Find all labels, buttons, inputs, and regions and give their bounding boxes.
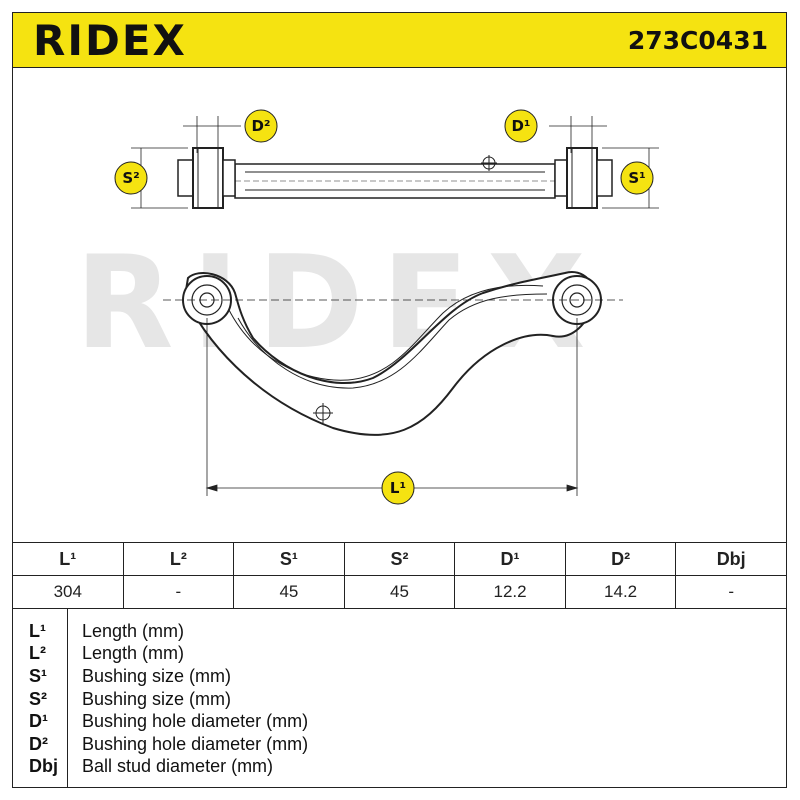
s1-label: S¹ [628,169,645,187]
d2-badge [244,109,278,143]
l1-badge [381,471,415,505]
legend-description: Length (mm) [82,621,185,641]
legend-symbol: Dbj [29,756,58,776]
specs-header-s2: S² [343,542,456,576]
specs-value-l2: - [122,575,235,609]
legend-divider [67,608,68,788]
specs-value-d2: 14.2 [564,575,677,609]
legend-description: Bushing size (mm) [82,666,232,686]
legend-symbol: D² [29,734,48,754]
l1-label: L¹ [390,479,406,497]
specs-header-d1: D¹ [454,542,566,576]
legend-symbol: S² [29,689,47,709]
legend-symbol: L¹ [29,621,46,641]
specs-value-s1: 45 [233,575,345,609]
specs-value-l1: 304 [12,575,124,609]
specs-value-row: 304 - 45 45 12.2 14.2 - [12,575,787,609]
part-number: 273C0431 [627,26,768,55]
specs-value-d1: 12.2 [454,575,566,609]
legend-description: Bushing hole diameter (mm) [82,711,309,731]
legend-description: Length (mm) [82,643,185,663]
specs-header-dbj: Dbj [675,542,787,576]
specs-value-s2: 45 [343,575,456,609]
top-view-arm [177,147,613,209]
specs-header-l2: L² [122,542,235,576]
brand-logo: RIDEX [33,16,187,65]
legend-symbol: S¹ [29,666,47,686]
header-bar: RIDEX 273C0431 [12,12,787,68]
arm-drawing-svg: D² D¹ S² S¹ L¹ [114,109,659,505]
s2-badge [114,161,148,195]
legend-description: Ball stud diameter (mm) [82,756,274,776]
specs-header-s1: S¹ [233,542,345,576]
top-dimension-lines [131,116,659,209]
side-view-arm [182,271,602,436]
specs-header-row: L¹ L² S¹ S² D¹ D² Dbj [12,542,787,576]
specs-value-dbj: - [675,575,787,609]
s1-badge [620,161,654,195]
legend-description: Bushing hole diameter (mm) [82,734,309,754]
d1-badge [504,109,538,143]
legend-symbol: L² [29,643,46,663]
d2-label: D² [251,117,270,135]
d1-label: D¹ [511,117,530,135]
legend-panel: L¹ Length (mm) L² Length (mm) S¹ Bushing… [12,608,787,788]
s2-label: S² [122,169,139,187]
specs-header-d2: D² [564,542,677,576]
legend-symbol: D¹ [29,711,48,731]
legend-description: Bushing size (mm) [82,689,232,709]
label-badges: D² D¹ S² S¹ L¹ [114,109,654,505]
technical-drawing: RIDEX [13,68,786,538]
specs-header-l1: L¹ [12,542,124,576]
specs-table: L¹ L² S¹ S² D¹ D² Dbj 304 - 45 45 12.2 1… [12,542,787,609]
